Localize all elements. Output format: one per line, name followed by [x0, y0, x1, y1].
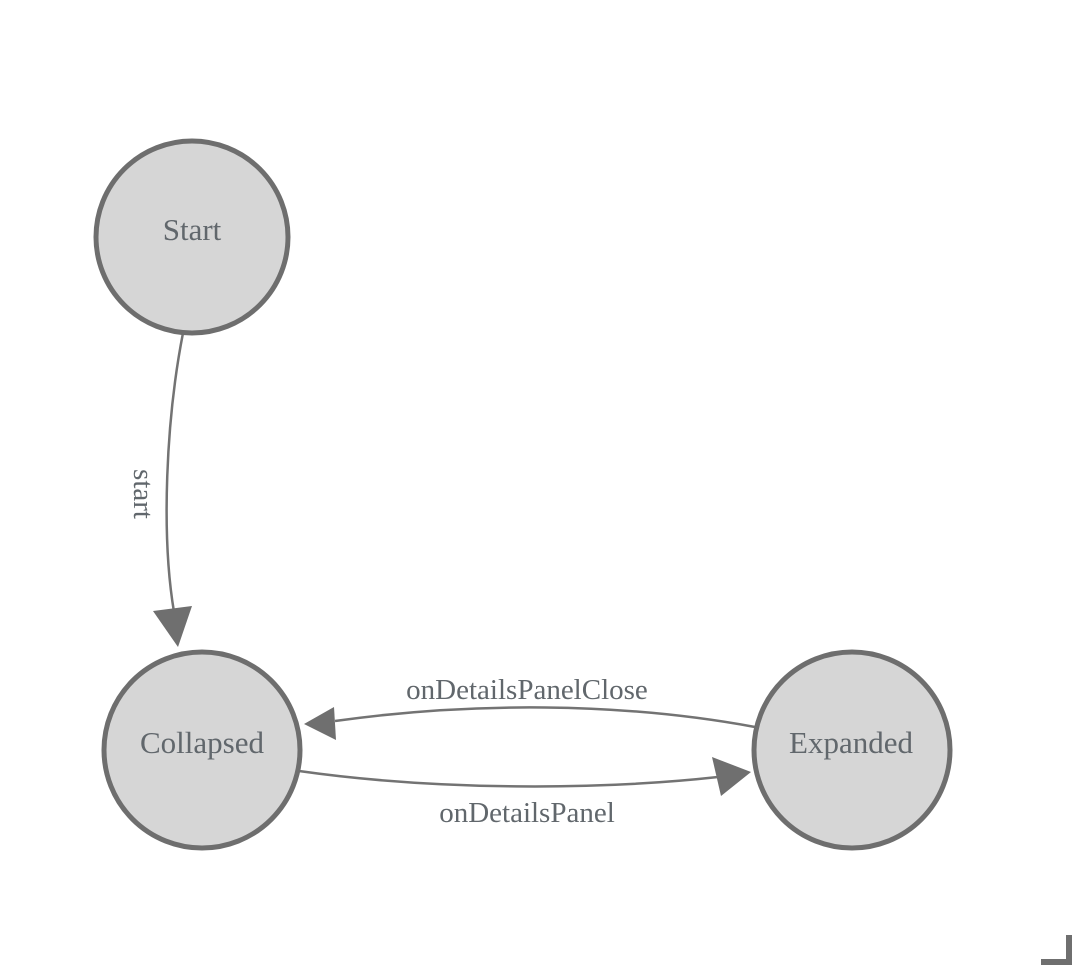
- edge-collapsed-to-expanded: onDetailsPanel: [298, 757, 751, 829]
- node-collapsed-label: Collapsed: [140, 725, 264, 760]
- edge-start-to-collapsed-line: [165, 332, 185, 613]
- edge-label-ondetailspanelclose: onDetailsPanelClose: [406, 674, 648, 706]
- edge-label-start: start: [127, 469, 159, 519]
- node-start-circle: [93, 138, 291, 336]
- canvas-border-corner-vertical: [1066, 935, 1072, 965]
- edge-expanded-to-collapsed: onDetailsPanelClose: [304, 674, 756, 740]
- edge-expanded-to-collapsed-line: [334, 706, 756, 729]
- edge-start-to-collapsed: start: [127, 332, 192, 647]
- edge-label-ondetailspanel: onDetailsPanel: [439, 797, 615, 829]
- canvas-border-corner: [1041, 935, 1072, 965]
- node-expanded[interactable]: Expanded: [751, 649, 953, 851]
- canvas-border-corner-horizontal: [1041, 959, 1072, 965]
- arrowhead-into-collapsed-right: [304, 707, 336, 740]
- node-expanded-label: Expanded: [789, 725, 913, 760]
- arrowhead-into-collapsed-top: [153, 606, 192, 647]
- edge-collapsed-to-expanded-line: [298, 769, 719, 788]
- node-start[interactable]: Start: [93, 138, 291, 336]
- node-collapsed[interactable]: Collapsed: [101, 649, 303, 851]
- arrowhead-into-expanded-left: [712, 757, 751, 796]
- node-expanded-circle: [751, 649, 953, 851]
- node-collapsed-circle: [101, 649, 303, 851]
- node-start-label: Start: [163, 212, 222, 247]
